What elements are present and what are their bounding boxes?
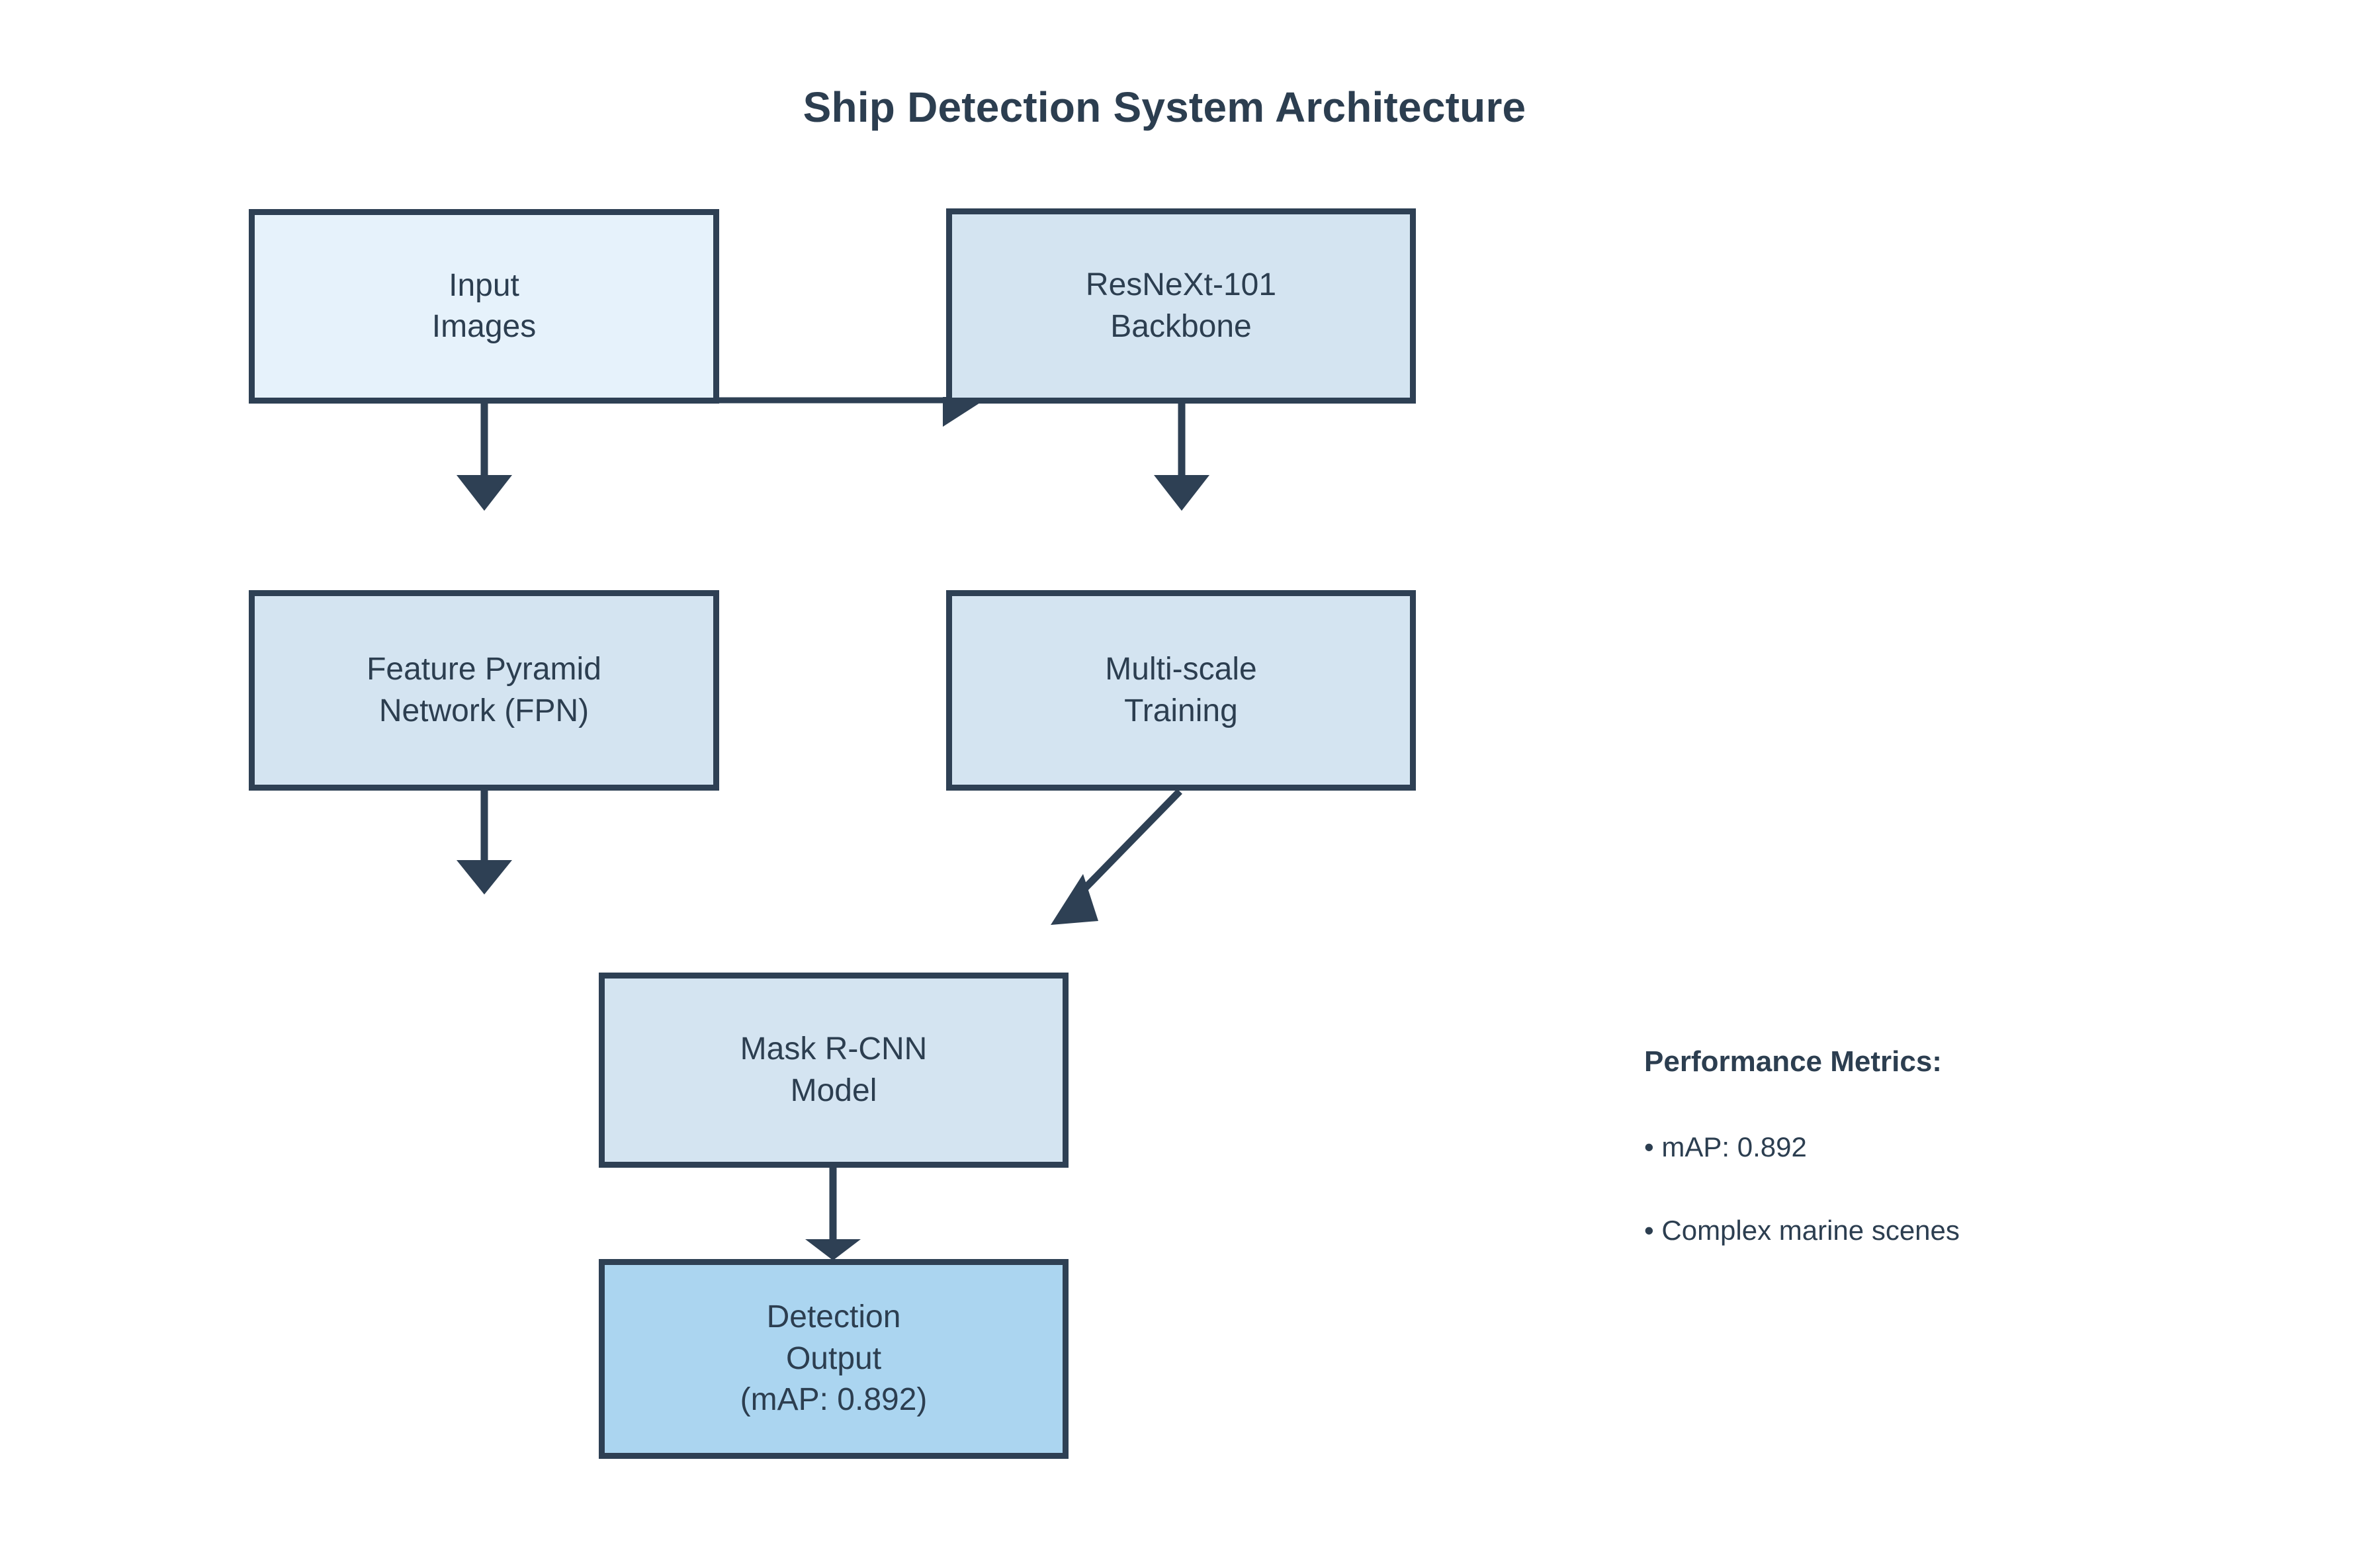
page-title: Ship Detection System Architecture — [803, 83, 1526, 131]
node-detection-output[interactable]: Detection Output (mAP: 0.892) — [599, 1259, 1069, 1459]
edge-fpn-to-maskrcnn — [457, 791, 512, 894]
node-feature-pyramid-network[interactable]: Feature Pyramid Network (FPN) — [249, 590, 719, 791]
edge-backbone-to-multiscale — [1154, 404, 1209, 511]
performance-metrics-panel: Performance Metrics: • mAP: 0.892 • Comp… — [1644, 1045, 2240, 1298]
edge-multiscale-to-maskrcnn — [1051, 789, 1182, 925]
node-mask-rcnn-model[interactable]: Mask R-CNN Model — [599, 973, 1069, 1168]
node-multi-scale-training[interactable]: Multi-scale Training — [946, 590, 1416, 791]
metrics-item-scenes: • Complex marine scenes — [1644, 1215, 1960, 1246]
node-input-images[interactable]: Input Images — [249, 209, 719, 404]
metrics-heading: Performance Metrics: — [1644, 1045, 1942, 1078]
metrics-item-map: • mAP: 0.892 — [1644, 1131, 1807, 1162]
edge-input-to-fpn — [457, 404, 512, 511]
edge-maskrcnn-to-output — [805, 1168, 861, 1260]
node-resnext-backbone[interactable]: ResNeXt-101 Backbone — [946, 208, 1416, 404]
